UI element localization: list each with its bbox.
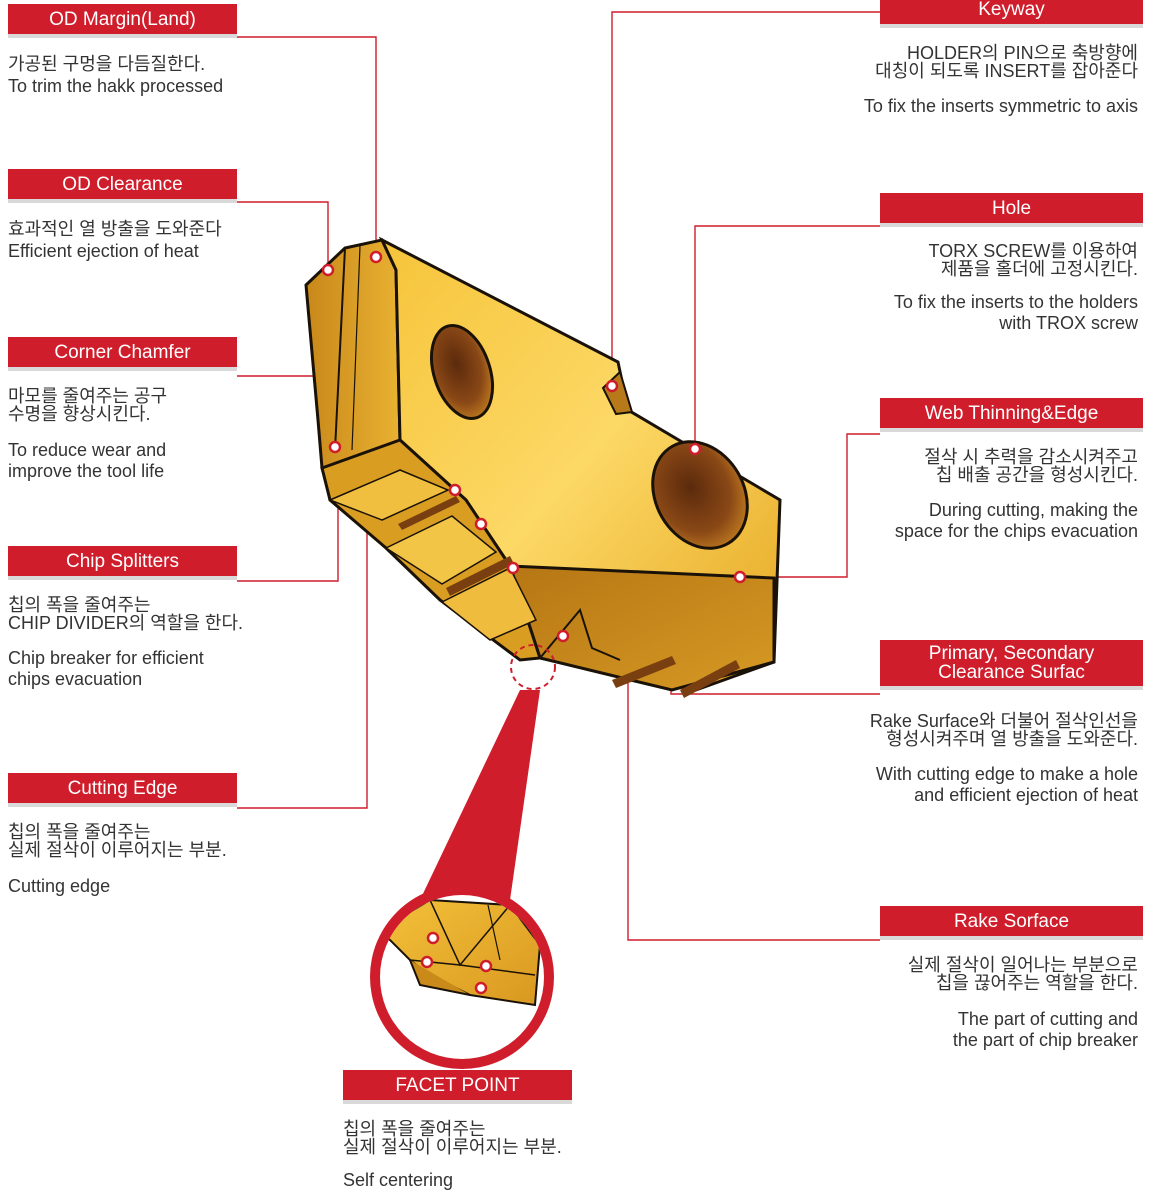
chip-splitters-label: Chip Splitters bbox=[8, 546, 237, 580]
chip-splitters-en: Chip breaker for efficient chips evacuat… bbox=[8, 648, 204, 689]
od-clearance-label: OD Clearance bbox=[8, 169, 237, 203]
rake-surface-ko: 실제 절삭이 일어나는 부분으로 칩을 끊어주는 역할을 한다. bbox=[907, 955, 1138, 993]
keyway-ko: HOLDER의 PIN으로 축방향에 대칭이 되도록 INSERT를 잡아준다 bbox=[875, 43, 1138, 81]
zoom-facet-detail bbox=[380, 898, 542, 1007]
keyway-en: To fix the inserts symmetric to axis bbox=[863, 96, 1138, 116]
clearance-surface-label: Primary, Secondary Clearance Surfac bbox=[880, 640, 1143, 690]
facet-point-en: Self centering bbox=[343, 1170, 454, 1190]
facet-zoom-marker bbox=[510, 644, 556, 690]
hole-ko: TORX SCREW를 이용하여 제품을 홀더에 고정시킨다. bbox=[928, 241, 1138, 279]
corner-chamfer-en: To reduce wear and improve the tool life bbox=[8, 440, 167, 481]
od-clearance-ko: 효과적인 열 방출을 도와준다 bbox=[8, 219, 222, 239]
rake-surface-en: The part of cutting and the part of chip… bbox=[952, 1009, 1138, 1050]
cutting-edge-en: Cutting edge bbox=[8, 876, 111, 896]
keyway-label: Keyway bbox=[880, 0, 1143, 28]
hole-label: Hole bbox=[880, 193, 1143, 227]
zoom-wedge bbox=[420, 690, 540, 900]
hole-en: To fix the inserts to the holders with T… bbox=[893, 292, 1138, 333]
web-thinning-ko: 절삭 시 추력을 감소시켜주고 칩 배출 공간을 형성시킨다. bbox=[924, 447, 1138, 485]
marker-points bbox=[321, 250, 747, 643]
corner-chamfer-ko: 마모를 줄여주는 공구 수명을 향상시킨다. bbox=[8, 386, 168, 424]
insert-body bbox=[304, 236, 782, 698]
clearance-surface-title-1: Primary, Secondary bbox=[928, 642, 1095, 664]
clearance-surface-title-2: Clearance Surfac bbox=[938, 662, 1085, 683]
od-margin-ko: 가공된 구멍을 다듬질한다. bbox=[8, 54, 206, 74]
rake-surface-label: Rake Sorface bbox=[880, 906, 1143, 940]
cutting-edge-label: Cutting Edge bbox=[8, 773, 237, 807]
zoom-markers bbox=[420, 931, 493, 995]
od-margin-label: OD Margin(Land) bbox=[8, 4, 237, 38]
facet-point-label: FACET POINT bbox=[343, 1070, 572, 1104]
facet-point-ko: 칩의 폭을 줄여주는 실제 절삭이 이루어지는 부분. bbox=[343, 1119, 562, 1157]
chip-splitters-ko: 칩의 폭을 줄여주는 CHIP DIVIDER의 역할을 한다. bbox=[8, 595, 244, 633]
clearance-surface-en: With cutting edge to make a hole and eff… bbox=[875, 764, 1138, 805]
web-thinning-label: Web Thinning&Edge bbox=[880, 398, 1143, 432]
od-margin-en: To trim the hakk processed bbox=[8, 76, 224, 96]
cutting-edge-ko: 칩의 폭을 줄여주는 실제 절삭이 이루어지는 부분. bbox=[8, 822, 227, 860]
clearance-surface-ko: Rake Surface와 더불어 절삭인선을 형성시켜주며 열 방출을 도와준… bbox=[869, 711, 1138, 749]
od-clearance-en: Efficient ejection of heat bbox=[8, 241, 199, 261]
web-thinning-en: During cutting, making the space for the… bbox=[894, 500, 1138, 541]
corner-chamfer-label: Corner Chamfer bbox=[8, 337, 237, 371]
